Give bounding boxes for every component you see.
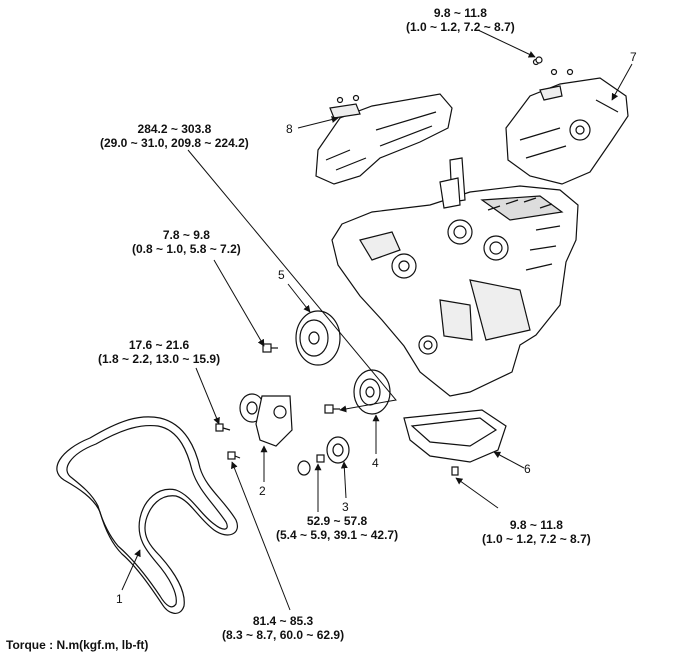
drive-belt	[56, 416, 238, 614]
engine-block	[331, 157, 579, 397]
bolts	[215, 56, 543, 476]
part-number-1: 1	[116, 592, 123, 606]
bolt-idler-large	[324, 404, 340, 414]
torque-callout-2: 284.2 ~ 303.8 (29.0 ~ 31.0, 209.8 ~ 224.…	[100, 122, 249, 150]
leader-t7	[231, 461, 291, 611]
bolt-damper-pulley	[262, 343, 278, 353]
intake-manifold	[315, 93, 453, 185]
leader-p5	[287, 283, 311, 313]
leader-p8	[297, 116, 339, 129]
part-number-5: 5	[278, 268, 285, 282]
part-number-4: 4	[372, 456, 379, 470]
torque-callout-3: 7.8 ~ 9.8 (0.8 ~ 1.0, 5.8 ~ 7.2)	[132, 228, 241, 256]
torque-conversion: (8.3 ~ 8.7, 60.0 ~ 62.9)	[222, 628, 345, 642]
oil-pan	[403, 409, 507, 463]
part-number-7: 7	[630, 50, 637, 64]
torque-range: 284.2 ~ 303.8	[137, 122, 212, 136]
torque-conversion: (29.0 ~ 31.0, 209.8 ~ 224.2)	[100, 136, 249, 150]
torque-conversion: (0.8 ~ 1.0, 5.8 ~ 7.2)	[132, 242, 241, 256]
bolt-intake-manifold	[535, 56, 543, 64]
idler-small	[297, 436, 350, 476]
part-number-3: 3	[342, 500, 349, 514]
leader-t6	[455, 477, 499, 509]
torque-range: 7.8 ~ 9.8	[162, 228, 210, 242]
torque-callout-6: 9.8 ~ 11.8 (1.0 ~ 1.2, 7.2 ~ 8.7)	[482, 518, 591, 546]
leader-t4	[195, 367, 220, 425]
bolt-tensioner	[215, 423, 231, 432]
leader-p7	[611, 63, 633, 101]
idler-pulley	[353, 369, 391, 415]
torque-callout-1: 9.8 ~ 11.8 (1.0 ~ 1.2, 7.2 ~ 8.7)	[406, 6, 515, 34]
torque-range: 17.6 ~ 21.6	[128, 338, 190, 352]
torque-callout-4: 17.6 ~ 21.6 (1.8 ~ 2.2, 13.0 ~ 15.9)	[98, 338, 220, 366]
intake-manifold-right	[505, 58, 629, 185]
part-number-6: 6	[524, 462, 531, 476]
part-number-8: 8	[286, 122, 293, 136]
bolt-oil-pan	[451, 466, 459, 476]
part-leaders	[121, 63, 633, 591]
bolt-idler-small	[316, 454, 325, 463]
torque-callout-7: 81.4 ~ 85.3 (8.3 ~ 8.7, 60.0 ~ 62.9)	[222, 614, 344, 642]
torque-range: 9.8 ~ 11.8	[509, 518, 563, 532]
torque-callout-5: 52.9 ~ 57.8 (5.4 ~ 5.9, 39.1 ~ 42.7)	[276, 514, 398, 542]
torque-range: 81.4 ~ 85.3	[252, 614, 314, 628]
bolt-tensioner-lower	[227, 451, 241, 460]
part-number-2: 2	[259, 484, 266, 498]
torque-conversion: (1.0 ~ 1.2, 7.2 ~ 8.7)	[406, 20, 515, 34]
leader-p1	[121, 549, 141, 591]
torque-range: 52.9 ~ 57.8	[306, 514, 368, 528]
leader-p6	[493, 451, 525, 469]
torque-unit-legend: Torque : N.m(kgf.m, lb-ft)	[6, 638, 149, 652]
leader-p3	[340, 461, 348, 499]
torque-conversion: (1.8 ~ 2.2, 13.0 ~ 15.9)	[98, 352, 221, 366]
leader-t3	[213, 259, 265, 347]
crankshaft-damper-pulley	[295, 310, 341, 366]
leader-t1	[477, 29, 536, 58]
torque-leaders	[187, 29, 536, 611]
torque-conversion: (5.4 ~ 5.9, 39.1 ~ 42.7)	[276, 528, 399, 542]
auto-tensioner	[239, 393, 293, 447]
leader-t2	[187, 149, 397, 413]
torque-range: 9.8 ~ 11.8	[433, 6, 487, 20]
torque-conversion: (1.0 ~ 1.2, 7.2 ~ 8.7)	[482, 532, 591, 546]
